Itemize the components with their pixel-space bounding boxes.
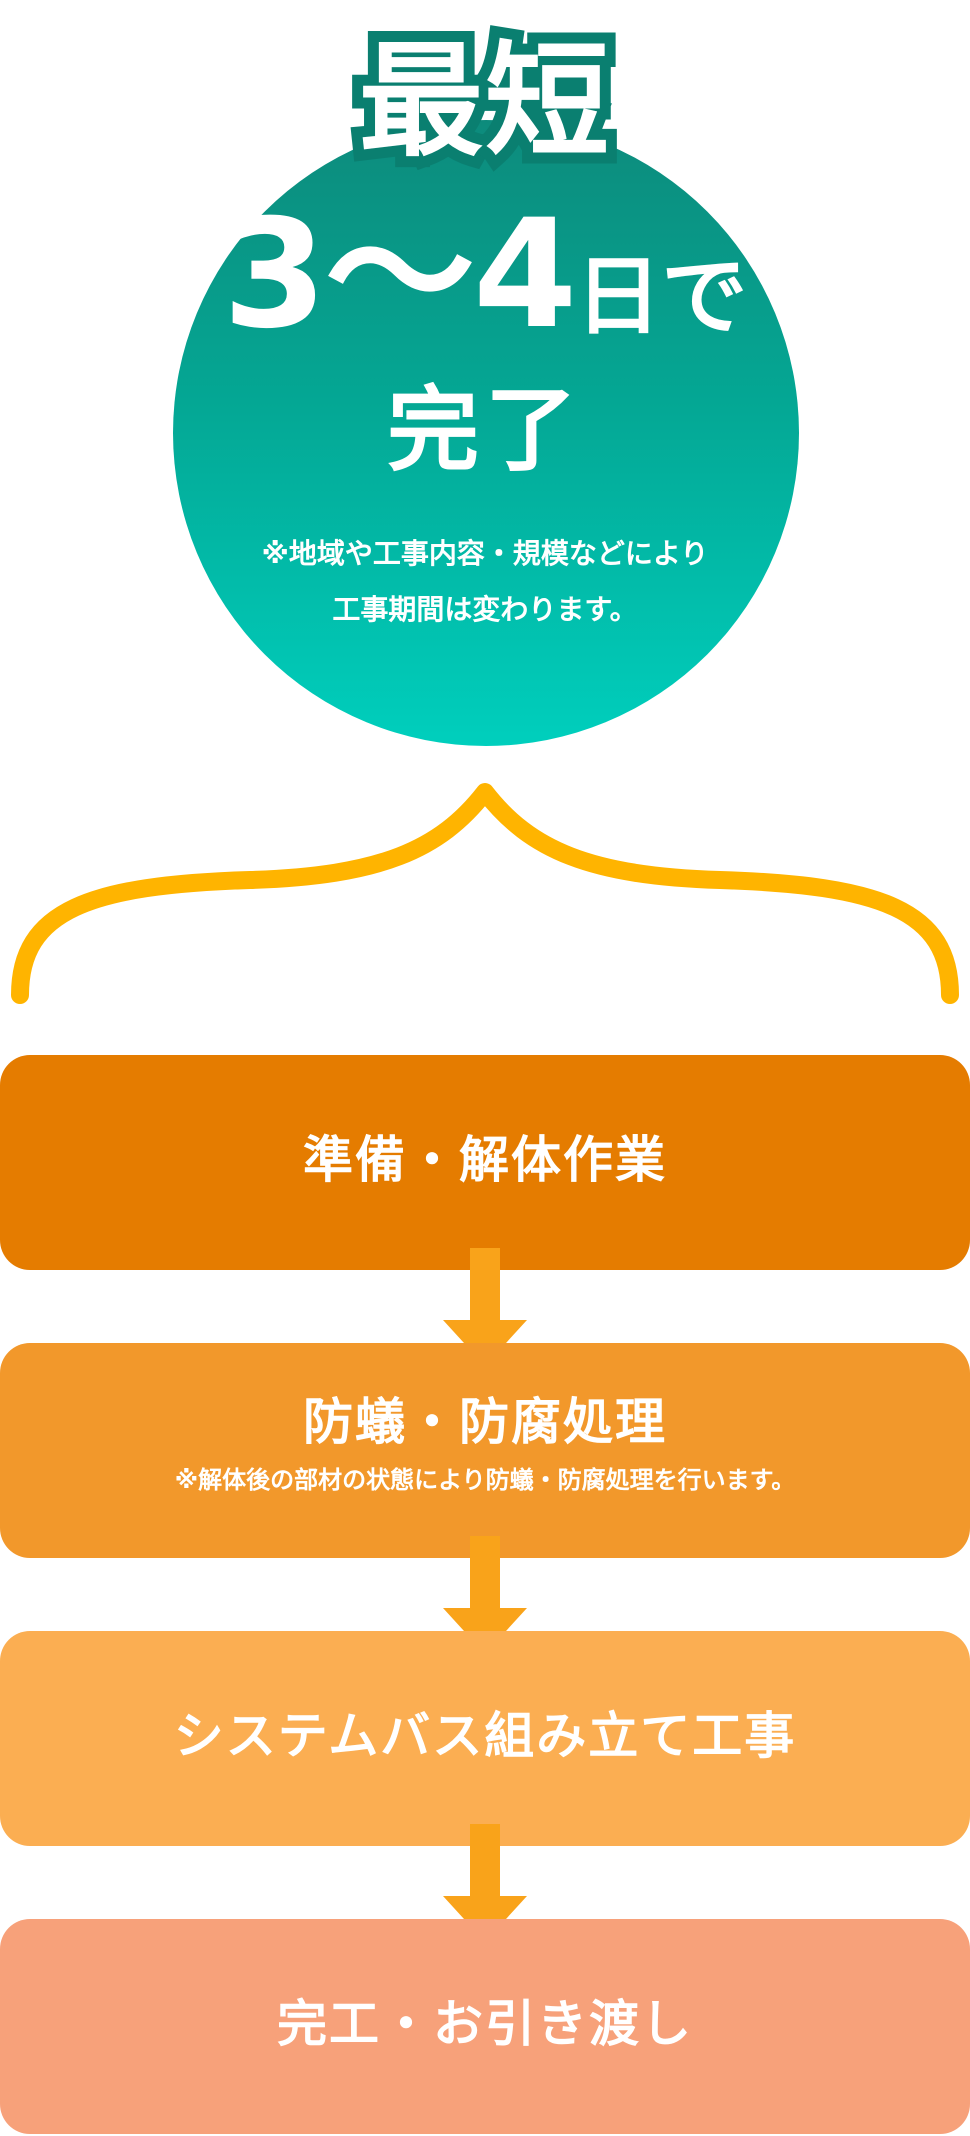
step-label: システムバス組み立て工事 [173, 1707, 797, 1765]
duration-note-line-2: 工事期間は変わります。 [332, 593, 638, 626]
headline-days: 3〜4日で [0, 200, 970, 350]
step-bath-assembly: システムバス組み立て工事 [0, 1631, 970, 1846]
step-label: 完工・お引き渡し [277, 1995, 693, 2053]
headline-complete: 完了 [386, 377, 583, 484]
step-termite-treatment: 防蟻・防腐処理 ※解体後の部材の状態により防蟻・防腐処理を行います。 [0, 1343, 970, 1558]
duration-note-line-1: ※地域や工事内容・規模などにより [261, 537, 709, 570]
curly-brace-icon [11, 783, 959, 1004]
duration-note: ※地域や工事内容・規模などにより 工事期間は変わります。 [0, 526, 970, 638]
step-handover: 完工・お引き渡し [0, 1919, 970, 2134]
step-note: ※解体後の部材の状態により防蟻・防腐処理を行います。 [174, 1466, 796, 1494]
step-label: 準備・解体作業 [303, 1131, 667, 1189]
duration-circle [173, 120, 799, 746]
arrow-down-icon [443, 1824, 527, 1942]
step-demolition: 準備・解体作業 [0, 1055, 970, 1270]
step-label: 防蟻・防腐処理 [303, 1393, 667, 1451]
headline-day-unit: 日で [575, 247, 748, 347]
headline-shortest: 最短 [348, 29, 620, 175]
headline-day-range: 3〜4 [222, 188, 578, 362]
